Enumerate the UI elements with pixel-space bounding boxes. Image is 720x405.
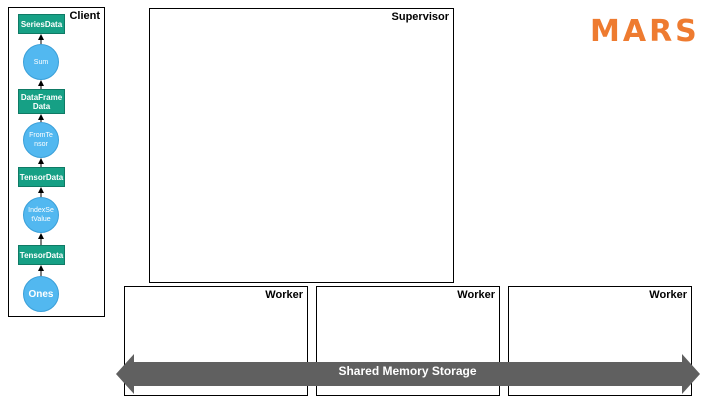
node-tensor-data-2-label: TensorData — [19, 250, 64, 260]
supervisor-title: Supervisor — [391, 11, 449, 23]
shared-memory-arrow — [116, 354, 700, 394]
worker-title-3: Worker — [649, 289, 687, 301]
node-from-tensor-label: FromTe nsor — [29, 132, 53, 148]
client-title: Client — [69, 10, 100, 22]
node-sum-label: Sum — [33, 58, 49, 66]
node-tensor-data-1-label: TensorData — [19, 172, 64, 182]
node-ones-label: Ones — [28, 288, 54, 300]
node-from-tensor: FromTe nsor — [23, 122, 59, 158]
worker-title-1: Worker — [265, 289, 303, 301]
worker-title-2: Worker — [457, 289, 495, 301]
node-series-data: SeriesData — [18, 14, 65, 34]
node-dataframe-data: DataFrame Data — [18, 89, 65, 114]
node-ones: Ones — [23, 276, 59, 312]
node-index-set-value-label: IndexSe tValue — [28, 207, 54, 223]
mars-logo: MARS — [590, 14, 700, 49]
node-tensor-data-1: TensorData — [18, 167, 65, 187]
shared-memory-label: Shared Memory Storage — [338, 364, 477, 378]
node-dataframe-data-label: DataFrame Data — [20, 92, 63, 111]
node-index-set-value: IndexSe tValue — [23, 197, 59, 233]
supervisor-panel: Supervisor — [149, 8, 454, 283]
node-tensor-data-2: TensorData — [18, 245, 65, 265]
node-sum: Sum — [23, 44, 59, 80]
node-series-data-label: SeriesData — [20, 19, 63, 29]
